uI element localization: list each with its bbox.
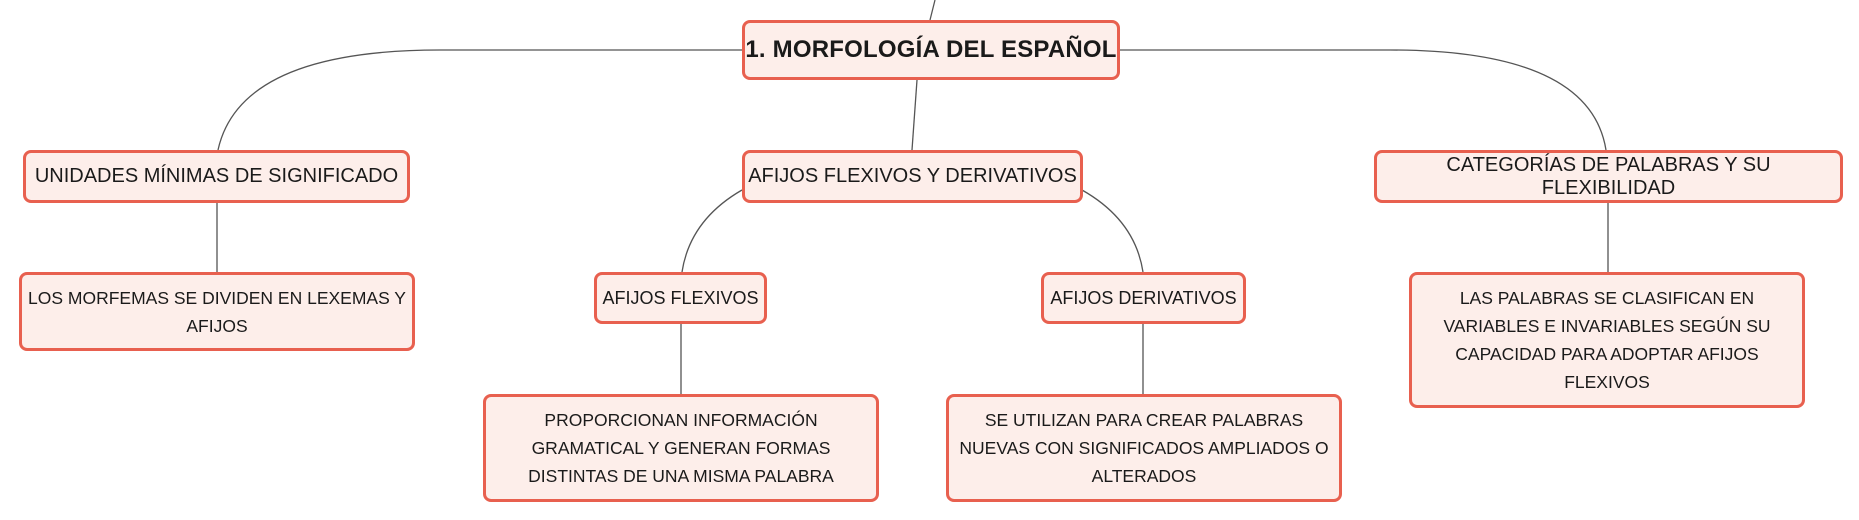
branch-node-afijos[interactable]: AFIJOS FLEXIVOS Y DERIVATIVOS (742, 150, 1083, 203)
connector-parent-root (929, 0, 936, 21)
subbranch-node-flexivos[interactable]: AFIJOS FLEXIVOS (594, 272, 767, 324)
branch-node-categorias[interactable]: CATEGORÍAS DE PALABRAS Y SU FLEXIBILIDAD (1374, 150, 1843, 203)
branch-node-unidades[interactable]: UNIDADES MÍNIMAS DE SIGNIFICADO (23, 150, 410, 203)
subbranch-node-derivativos[interactable]: AFIJOS DERIVATIVOS (1041, 272, 1246, 324)
connector-root-categorias (1120, 49, 1607, 151)
connector-afijos-derivativos (1081, 189, 1144, 273)
connector-root-afijos (911, 79, 918, 151)
connector-root-unidades (217, 49, 742, 151)
detail-node-categorias[interactable]: LAS PALABRAS SE CLASIFICAN EN VARIABLES … (1409, 272, 1805, 408)
detail-node-derivativos[interactable]: SE UTILIZAN PARA CREAR PALABRAS NUEVAS C… (946, 394, 1342, 502)
connector-afijos-flexivos (681, 189, 743, 273)
detail-node-unidades[interactable]: LOS MORFEMAS SE DIVIDEN EN LEXEMAS Y AFI… (19, 272, 415, 351)
detail-node-flexivos[interactable]: PROPORCIONAN INFORMACIÓN GRAMATICAL Y GE… (483, 394, 879, 502)
root-topic-node[interactable]: 1. MORFOLOGÍA DEL ESPAÑOL (742, 20, 1120, 80)
